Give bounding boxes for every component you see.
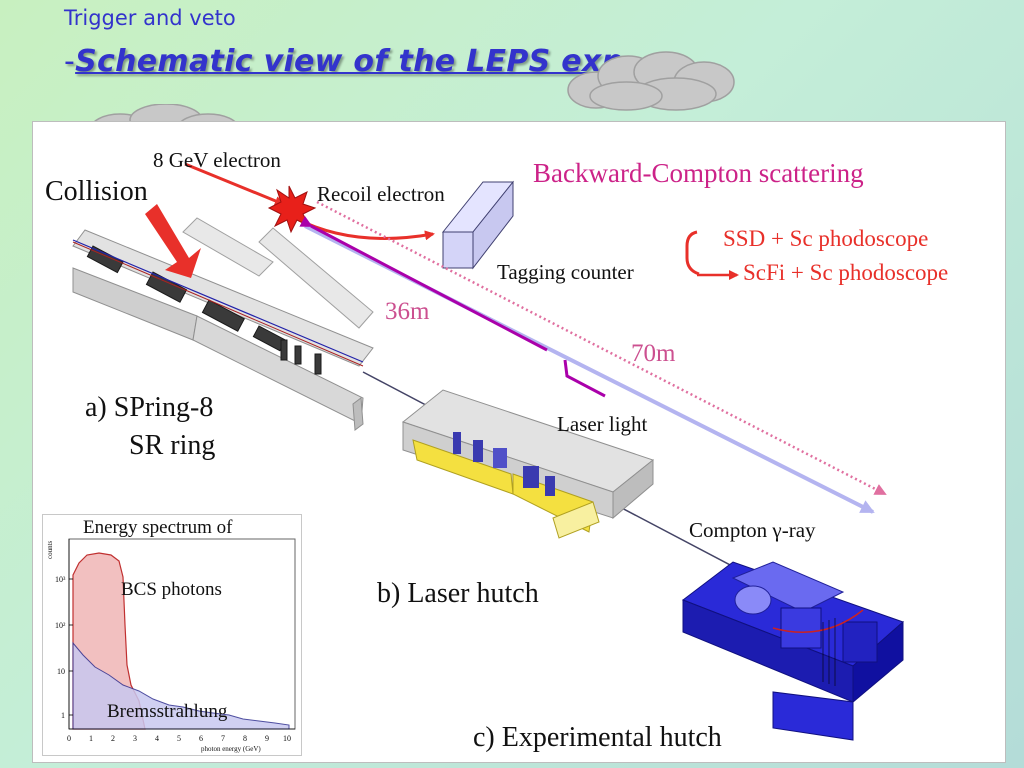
subtitle: Trigger and veto xyxy=(64,6,236,30)
distance-70m-line xyxy=(316,200,887,496)
compton-label: Compton γ-ray xyxy=(689,518,816,542)
inset-xtick-2: 2 xyxy=(111,734,115,743)
tagging-counter-box xyxy=(441,180,515,270)
scfi-label: ScFi + Sc phodoscope xyxy=(743,260,949,285)
inset-ytick-10: 10 xyxy=(57,667,65,676)
inset-xtick-10: 10 xyxy=(283,734,291,743)
title-prefix: - xyxy=(64,44,76,79)
tagging-label: Tagging counter xyxy=(497,260,634,284)
experimental-hutch-drawing xyxy=(681,561,904,741)
phodoscope-bracket xyxy=(685,230,700,276)
inset-xtick-0: 0 xyxy=(67,734,71,743)
inset-ytick-1000: 10³ xyxy=(55,575,66,584)
distance-36m-label: 36m xyxy=(385,298,430,325)
inset-xtick-6: 6 xyxy=(199,734,203,743)
energy-spectrum-inset: counts 1 10 10² 10³ 0 1 2 3 4 5 6 7 8 9 … xyxy=(42,514,302,756)
spectrum-plot: counts 1 10 10² 10³ 0 1 2 3 4 5 6 7 8 9 … xyxy=(46,538,296,753)
collision-star xyxy=(267,185,317,234)
cloud-decoration-right xyxy=(567,51,735,111)
laser-light-line xyxy=(299,216,548,352)
ring-label-line1: a) SPring-8 xyxy=(85,392,214,423)
collision-arrow xyxy=(145,204,201,278)
ssd-label: SSD + Sc phodoscope xyxy=(723,226,929,251)
ring-magnets xyxy=(86,245,322,375)
exp-hutch-label: c) Experimental hutch xyxy=(473,722,722,753)
recoil-label: Recoil electron xyxy=(317,182,445,206)
inset-xtick-3: 3 xyxy=(133,734,137,743)
collision-label: Collision xyxy=(45,176,148,207)
laser-hutch-drawing xyxy=(401,389,655,539)
inset-xlabel: photon energy (GeV) xyxy=(201,745,261,753)
inset-bcs-label: BCS photons xyxy=(121,579,222,600)
title-text: Schematic view of the LEPS exp. xyxy=(75,44,636,79)
electron-label: 8 GeV electron xyxy=(153,148,281,172)
electron-arrow xyxy=(184,162,285,206)
schematic-drawing xyxy=(72,162,904,741)
laser-light-label: Laser light xyxy=(557,412,648,436)
electron-beamline xyxy=(72,239,364,363)
distance-70m-label: 70m xyxy=(631,340,676,367)
inset-ytick-1: 1 xyxy=(61,711,65,720)
schematic-panel: 8 GeV electron Collision Recoil electron… xyxy=(32,121,1006,763)
bcs-label: Backward-Compton scattering xyxy=(533,158,864,188)
slide-title: -Schematic view of the LEPS exp. xyxy=(64,44,635,79)
inset-brems-label: Bremsstrahlung xyxy=(107,701,228,722)
inset-title: Energy spectrum of xyxy=(83,517,233,538)
inset-xtick-5: 5 xyxy=(177,734,181,743)
inset-ylabel: counts xyxy=(46,540,54,559)
storage-ring-tunnel xyxy=(72,217,374,431)
ring-label-line2: SR ring xyxy=(129,430,216,461)
inset-xtick-8: 8 xyxy=(243,734,247,743)
brems-spectrum-shape xyxy=(72,641,290,730)
laser-hutch-label: b) Laser hutch xyxy=(377,578,539,609)
laser-mirror xyxy=(563,359,606,398)
inset-xtick-9: 9 xyxy=(265,734,269,743)
inset-xtick-1: 1 xyxy=(89,734,93,743)
inset-xtick-7: 7 xyxy=(221,734,225,743)
inset-ytick-100: 10² xyxy=(55,621,66,630)
inset-xtick-4: 4 xyxy=(155,734,159,743)
